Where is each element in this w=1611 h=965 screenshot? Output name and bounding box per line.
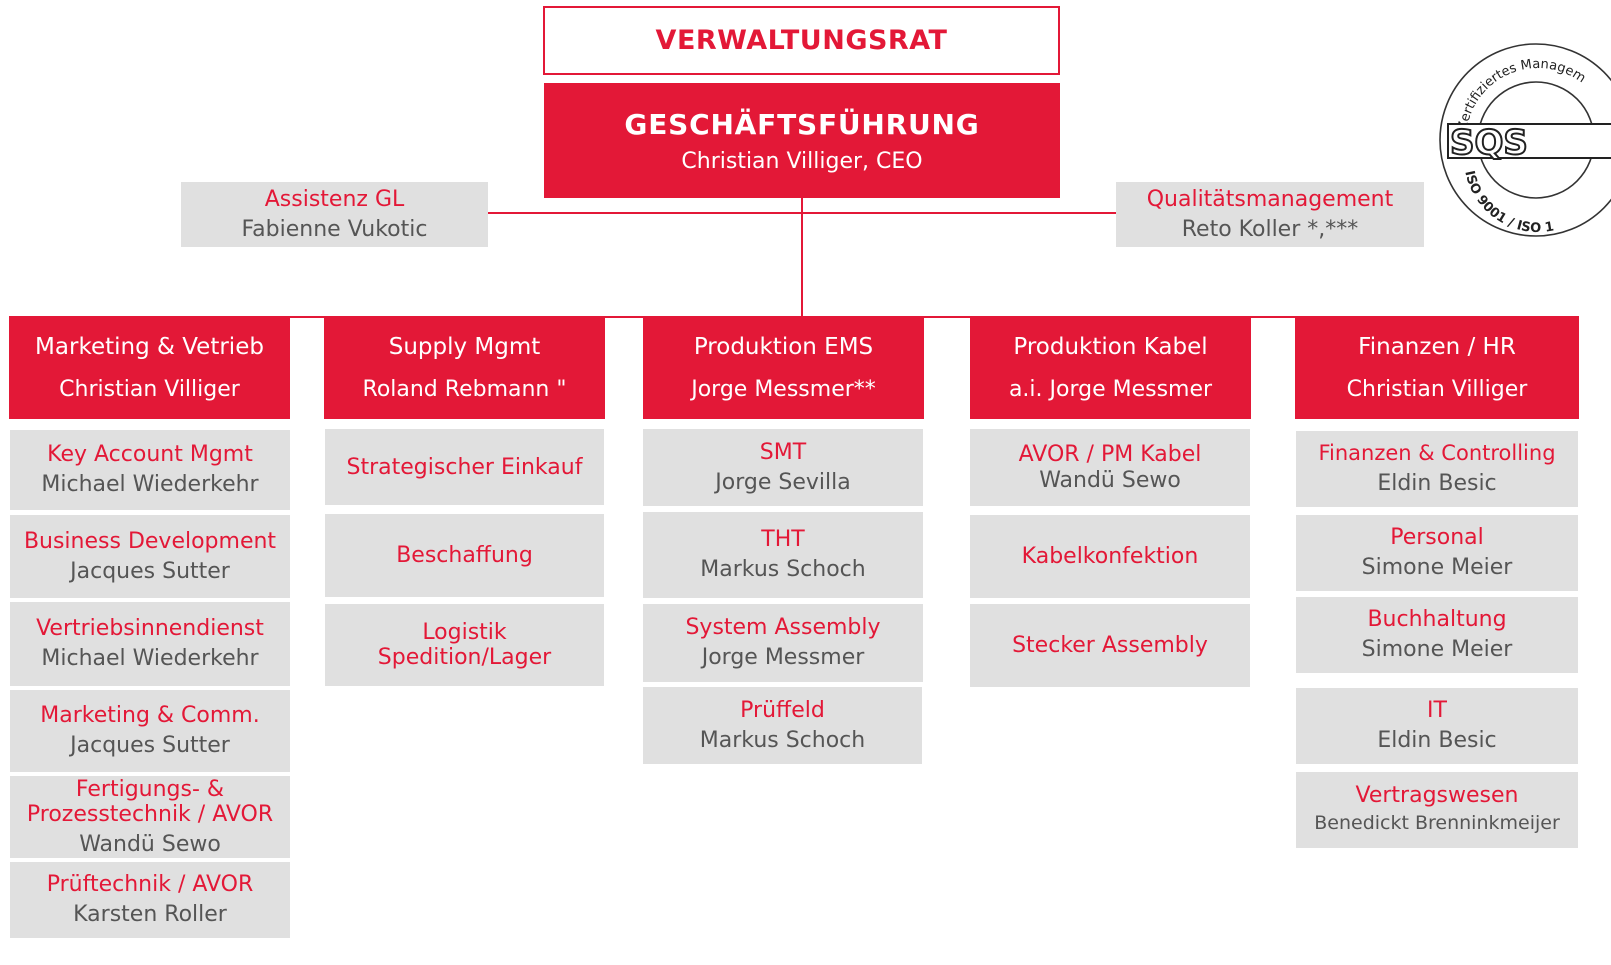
unit-head: Jorge Sevilla [715, 469, 851, 495]
unit-head: Markus Schoch [700, 557, 866, 582]
unit-fertigungstechnik: Fertigungs- & Prozesstechnik / AVOR Wand… [10, 776, 290, 858]
board-title: VERWALTUNGSRAT [655, 25, 948, 56]
unit-head: Michael Wiederkehr [41, 646, 259, 671]
unit-title: Finanzen & Controlling [1318, 441, 1556, 465]
management-name: Christian Villiger, CEO [681, 148, 923, 174]
unit-head: Jacques Sutter [70, 733, 230, 758]
unit-title: AVOR / PM Kabel [1018, 441, 1202, 467]
unit-head: Eldin Besic [1377, 471, 1497, 496]
quality-name: Reto Koller *,*** [1181, 216, 1359, 242]
seal-logo: SQS [1450, 123, 1528, 163]
unit-beschaffung: Beschaffung [325, 514, 604, 597]
unit-business-development: Business Development Jacques Sutter [10, 515, 290, 598]
unit-title: Buchhaltung [1367, 607, 1507, 632]
unit-stecker-assembly: Stecker Assembly [970, 604, 1250, 687]
assistance-title: Assistenz GL [264, 186, 405, 212]
unit-title: IT [1427, 698, 1447, 723]
unit-head: Markus Schoch [699, 727, 866, 753]
unit-title-line2: Spedition/Lager [377, 645, 552, 670]
dept-head: Roland Rebmann " [362, 376, 567, 402]
unit-head: Karsten Roller [73, 902, 227, 927]
unit-head: Michael Wiederkehr [41, 472, 259, 497]
unit-finanzen-controlling: Finanzen & Controlling Eldin Besic [1296, 431, 1578, 507]
unit-logistik: Logistik Spedition/Lager [325, 604, 604, 686]
dept-marketing-vertrieb: Marketing & Vetrieb Christian Villiger [9, 316, 290, 419]
assistance-box: Assistenz GL Fabienne Vukotic [181, 182, 488, 247]
assistance-name: Fabienne Vukotic [241, 216, 428, 242]
dept-title: Produktion Kabel [1013, 333, 1208, 360]
dept-head: a.i. Jorge Messmer [1008, 376, 1213, 402]
iso-certification-seal: Zertifiziertes Managem ISO 9001 / ISO 1 … [1439, 43, 1611, 237]
unit-title: Vertriebsinnendienst [36, 616, 264, 641]
unit-title: Vertragswesen [1355, 783, 1519, 808]
management-box: GESCHÄFTSFÜHRUNG Christian Villiger, CEO [544, 83, 1060, 198]
dept-supply-mgmt: Supply Mgmt Roland Rebmann " [324, 316, 605, 419]
unit-head: Simone Meier [1361, 637, 1513, 662]
unit-vertragswesen: Vertragswesen Benedickt Brenninkmeijer [1296, 772, 1578, 848]
unit-head: Wandü Sewo [1039, 467, 1181, 493]
unit-title: Logistik [422, 620, 507, 645]
unit-title: System Assembly [685, 615, 881, 640]
unit-title: Kabelkonfektion [1021, 544, 1199, 569]
unit-title: Key Account Mgmt [47, 442, 253, 467]
management-title: GESCHÄFTSFÜHRUNG [624, 107, 980, 141]
quality-box: Qualitätsmanagement Reto Koller *,*** [1116, 182, 1424, 247]
dept-head: Jorge Messmer** [691, 376, 876, 402]
dept-produktion-ems: Produktion EMS Jorge Messmer** [643, 316, 924, 419]
dept-head: Christian Villiger [59, 376, 240, 402]
unit-avor-pm-kabel: AVOR / PM Kabel Wandü Sewo [970, 429, 1250, 506]
dept-head: Christian Villiger [1346, 376, 1528, 402]
unit-it: IT Eldin Besic [1296, 688, 1578, 764]
unit-title: Fertigungs- & [75, 776, 225, 802]
unit-title: Personal [1390, 525, 1484, 550]
dept-title: Produktion EMS [693, 333, 874, 360]
unit-head: Benedickt Brenninkmeijer [1314, 812, 1560, 834]
dept-title: Finanzen / HR [1358, 333, 1516, 360]
unit-smt: SMT Jorge Sevilla [643, 429, 923, 506]
unit-title: Marketing & Comm. [40, 703, 260, 728]
unit-system-assembly: System Assembly Jorge Messmer [643, 604, 923, 682]
unit-tht: THT Markus Schoch [643, 512, 923, 598]
unit-title: SMT [759, 439, 807, 465]
unit-title: Strategischer Einkauf [346, 454, 583, 480]
unit-key-account: Key Account Mgmt Michael Wiederkehr [10, 430, 290, 510]
dept-finanzen-hr: Finanzen / HR Christian Villiger [1295, 316, 1579, 419]
unit-title: Business Development [23, 528, 277, 554]
unit-head: Jorge Messmer [701, 645, 865, 670]
unit-title: Stecker Assembly [1012, 633, 1208, 658]
unit-strategischer-einkauf: Strategischer Einkauf [325, 429, 604, 505]
unit-head: Simone Meier [1361, 555, 1513, 580]
unit-prueftechnik: Prüftechnik / AVOR Karsten Roller [10, 862, 290, 938]
dept-title: Supply Mgmt [388, 333, 541, 360]
dept-produktion-kabel: Produktion Kabel a.i. Jorge Messmer [970, 316, 1251, 419]
unit-personal: Personal Simone Meier [1296, 515, 1578, 591]
connector-main-vertical [801, 196, 803, 318]
unit-vertriebsinnendienst: Vertriebsinnendienst Michael Wiederkehr [10, 602, 290, 686]
dept-title: Marketing & Vetrieb [35, 333, 264, 360]
unit-title: Beschaffung [396, 543, 533, 568]
unit-head: Wandü Sewo [79, 831, 221, 857]
board-box: VERWALTUNGSRAT [543, 6, 1060, 75]
unit-title: Prüftechnik / AVOR [46, 872, 254, 897]
unit-head: Jacques Sutter [70, 558, 230, 584]
unit-title: Prüffeld [740, 697, 825, 723]
unit-title-line2: Prozesstechnik / AVOR [26, 801, 274, 827]
unit-kabelkonfektion: Kabelkonfektion [970, 515, 1250, 598]
unit-prueffeld: Prüffeld Markus Schoch [643, 687, 922, 764]
unit-buchhaltung: Buchhaltung Simone Meier [1296, 597, 1578, 673]
unit-marketing-comm: Marketing & Comm. Jacques Sutter [10, 690, 290, 772]
unit-title: THT [761, 527, 805, 552]
unit-head: Eldin Besic [1377, 728, 1497, 753]
quality-title: Qualitätsmanagement [1146, 186, 1394, 212]
